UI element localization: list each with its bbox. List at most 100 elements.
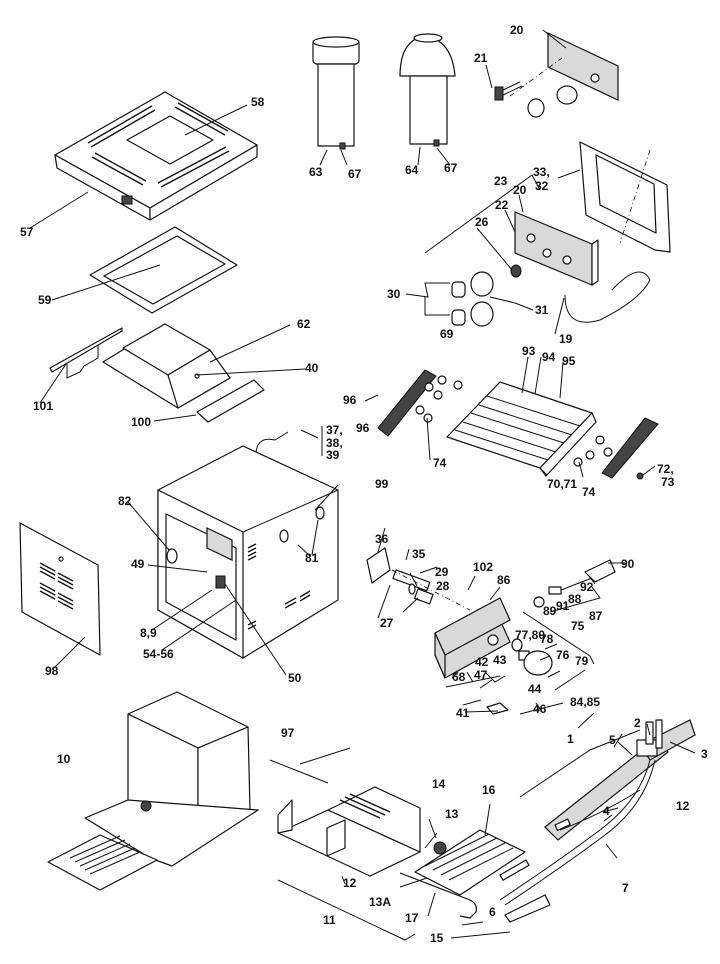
callout-86: 86 <box>497 573 511 587</box>
callout-21: 21 <box>474 51 488 65</box>
callout-4: 4 <box>603 804 610 818</box>
callout-33: 33, <box>533 165 550 179</box>
callout-22: 22 <box>495 198 509 212</box>
callout-35: 35 <box>412 547 426 561</box>
callout-82: 82 <box>118 494 132 508</box>
callout-89: 89 <box>543 604 557 618</box>
callout-70-71: 70,71 <box>547 477 577 491</box>
callout-76: 76 <box>556 648 570 662</box>
callout-75: 75 <box>571 619 585 633</box>
callout-1: 1 <box>567 732 574 746</box>
callout-94: 94 <box>542 350 556 364</box>
callout-31: 31 <box>535 303 549 317</box>
callout-8-9: 8,9 <box>140 626 157 640</box>
callout-74: 74 <box>582 485 596 499</box>
callout-84-85: 84,85 <box>570 695 600 709</box>
callout-16: 16 <box>482 783 496 797</box>
callout-50: 50 <box>288 671 302 685</box>
callout-19: 19 <box>559 332 573 346</box>
bypass-assembly <box>533 559 616 613</box>
callout-12: 12 <box>676 799 690 813</box>
header-left <box>377 369 463 437</box>
callout-64: 64 <box>405 163 419 177</box>
callout-98: 98 <box>45 664 59 678</box>
callout-67: 67 <box>348 167 362 181</box>
callout-10: 10 <box>57 752 71 766</box>
leader-lines <box>29 29 696 941</box>
callout-20: 20 <box>513 183 527 197</box>
callout-91: 91 <box>556 599 570 613</box>
vent-cap <box>399 33 456 147</box>
callout-13A: 13A <box>369 895 391 909</box>
callout-100: 100 <box>131 415 151 429</box>
callout-47: 47 <box>474 668 488 682</box>
flue-collector <box>102 323 231 409</box>
callout-39: 39 <box>326 448 340 462</box>
callout-46: 46 <box>533 702 547 716</box>
callout-79: 79 <box>575 654 589 668</box>
burner-tray-assembly <box>277 786 421 877</box>
callout-labels: 57 58 63 67 64 67 20 21 33, 32 23 20 22 … <box>20 23 708 945</box>
callout-42: 42 <box>475 655 489 669</box>
callout-49: 49 <box>131 557 145 571</box>
vent-pipe-adapter <box>312 36 360 150</box>
callout-14: 14 <box>432 777 446 791</box>
callout-37: 37, <box>326 423 343 437</box>
callout-11: 11 <box>323 913 336 927</box>
callout-7: 7 <box>622 881 629 895</box>
callout-29: 29 <box>435 565 449 579</box>
callout-26: 26 <box>475 215 489 229</box>
callout-32: 32 <box>535 179 549 193</box>
callout-101: 101 <box>33 399 53 413</box>
callout-97: 97 <box>281 726 295 740</box>
callout-81: 81 <box>305 551 319 565</box>
callout-73: 73 <box>661 475 675 489</box>
callout-2: 2 <box>634 716 641 730</box>
control-panel-top <box>494 32 619 118</box>
callout-99: 99 <box>375 477 389 491</box>
callout-74: 74 <box>433 456 447 470</box>
callout-77-80: 77,80 <box>515 628 545 642</box>
callout-102: 102 <box>473 560 493 574</box>
callout-78: 78 <box>540 632 554 646</box>
combustion-chamber <box>47 691 259 891</box>
callout-57: 57 <box>20 225 34 239</box>
callout-28: 28 <box>436 579 450 593</box>
callout-17: 17 <box>405 911 419 925</box>
callout-93: 93 <box>522 344 536 358</box>
top-baffle <box>89 226 238 314</box>
callout-20: 20 <box>510 23 524 37</box>
rear-bracket <box>49 327 123 379</box>
callout-15: 15 <box>430 931 444 945</box>
callout-87: 87 <box>589 609 603 623</box>
control-panel-assembly <box>424 174 651 327</box>
callout-63: 63 <box>309 165 323 179</box>
callout-36: 36 <box>375 532 389 546</box>
callout-92: 92 <box>580 580 594 594</box>
callout-44: 44 <box>528 682 542 696</box>
callout-6: 6 <box>489 905 496 919</box>
bezel <box>579 141 671 253</box>
jacket <box>157 431 339 659</box>
callout-58: 58 <box>251 95 265 109</box>
top-cover <box>54 91 258 221</box>
callout-62: 62 <box>297 317 311 331</box>
callout-95: 95 <box>562 354 576 368</box>
callout-13: 13 <box>445 807 459 821</box>
callout-30: 30 <box>387 287 401 301</box>
inlet-outlet-header <box>434 597 511 679</box>
header-right <box>573 417 659 480</box>
callout-40: 40 <box>305 361 319 375</box>
union-assembly <box>366 547 471 611</box>
burner-tray <box>399 829 526 919</box>
callout-38: 38, <box>326 436 343 450</box>
callout-69: 69 <box>440 327 454 341</box>
callout-88: 88 <box>568 592 582 606</box>
callout-72: 72, <box>657 462 674 476</box>
callout-43: 43 <box>493 653 507 667</box>
callout-3: 3 <box>701 747 708 761</box>
callout-23: 23 <box>494 174 508 188</box>
callout-54-56: 54-56 <box>143 647 174 661</box>
callout-90: 90 <box>621 557 635 571</box>
